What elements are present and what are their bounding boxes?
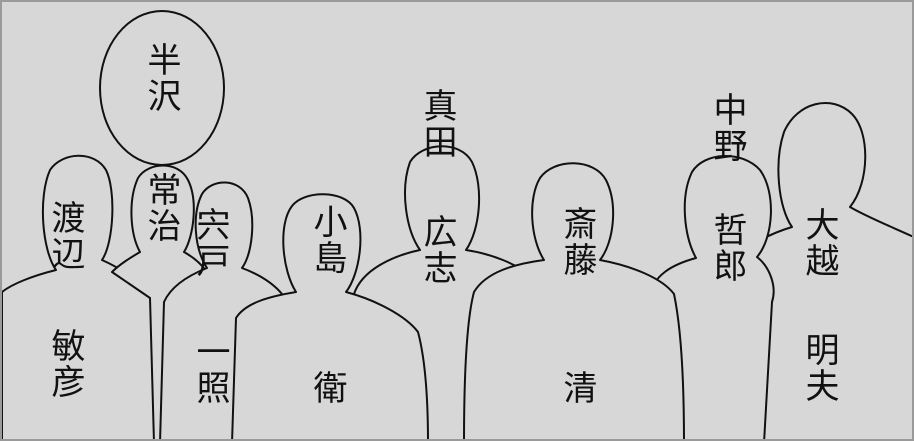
label-watanabe-given: 敏彦 <box>45 328 85 400</box>
highlight-oval <box>99 10 225 166</box>
label-kojima-family: 小島 <box>307 204 347 276</box>
label-sanada-given: 広志 <box>417 214 457 286</box>
label-watanabe-family: 渡辺 <box>45 200 85 272</box>
label-nakano-family: 中野 <box>707 92 747 164</box>
label-ohkoshi-given: 明夫 <box>799 332 839 404</box>
silhouette-kojima <box>231 193 429 439</box>
silhouette-saito <box>463 162 685 439</box>
label-saito-given: 清 <box>557 370 597 406</box>
label-kojima-given: 衛 <box>307 370 347 406</box>
label-ohkoshi-family: 大越 <box>799 207 839 279</box>
label-hanzawa-given: 常治 <box>141 172 181 244</box>
label-shishido-family: 宍戸 <box>190 207 230 279</box>
label-shishido-given: 一照 <box>190 334 230 406</box>
label-saito-family: 斎藤 <box>557 206 597 278</box>
label-sanada-family: 真田 <box>417 88 457 160</box>
label-nakano-given: 哲郎 <box>707 212 747 284</box>
label-hanzawa-family: 半沢 <box>141 42 181 114</box>
